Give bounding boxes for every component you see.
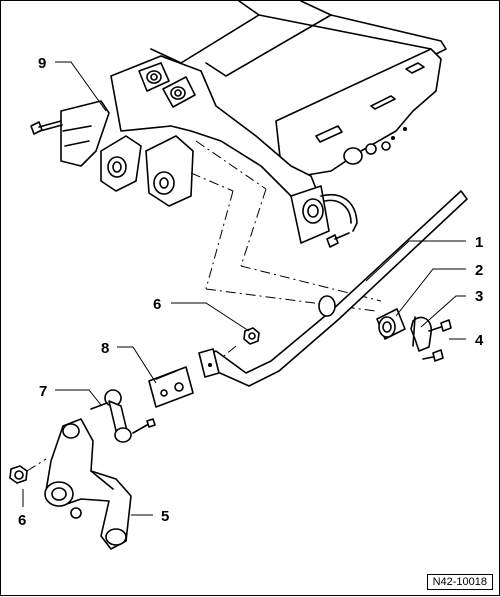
rubber-bushing [376, 308, 406, 340]
nut-top [243, 327, 260, 345]
clamp-bolts [422, 319, 452, 362]
callout-7: 7 [39, 383, 47, 400]
coupling-rod [90, 389, 156, 443]
leader-lines [22, 61, 466, 516]
callout-5: 5 [161, 508, 169, 525]
callout-9: 9 [38, 55, 46, 72]
callout-6-bottom: 6 [18, 512, 26, 529]
callout-4: 4 [475, 332, 484, 349]
nut-bottom [9, 458, 47, 484]
callout-labels: 1 2 3 4 5 6 6 7 8 9 [18, 55, 484, 529]
callout-6-top: 6 [153, 296, 161, 313]
clamp [410, 316, 432, 352]
reference-code: N42-10018 [426, 574, 493, 590]
callout-1: 1 [475, 234, 483, 251]
callout-8: 8 [101, 340, 109, 357]
callout-3: 3 [475, 288, 483, 305]
bracket [148, 366, 194, 408]
callout-2: 2 [475, 262, 483, 279]
stabilizer-bar [198, 190, 468, 387]
wheel-bearing-housing [44, 418, 132, 550]
subframe [30, 1, 447, 248]
